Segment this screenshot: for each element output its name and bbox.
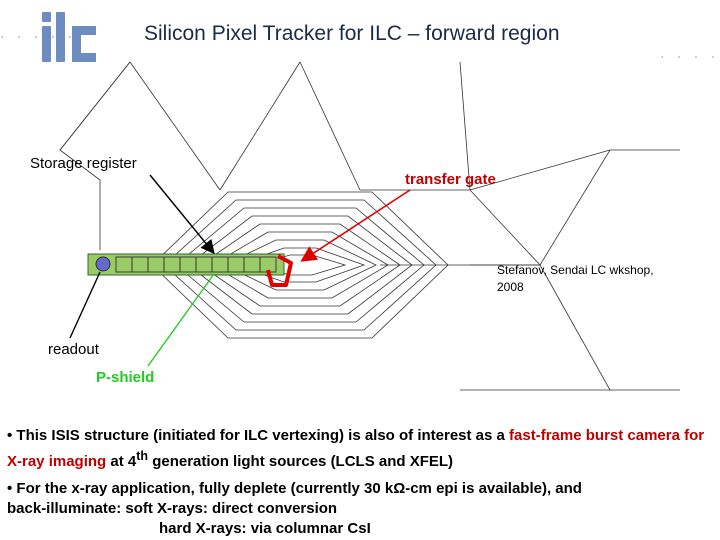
decorative-dots-left: · · · · · [0, 30, 77, 46]
decorative-dots-right: · · · · [660, 50, 720, 66]
bullet-superscript: th [136, 449, 149, 463]
bullet-text: back-illuminate: soft X-rays: direct con… [7, 500, 338, 517]
bullet-text: at 4 [106, 453, 137, 470]
label-storage-register: Storage register [30, 155, 137, 172]
label-transfer-gate: transfer gate [405, 171, 496, 188]
bullet-marker: • [7, 427, 13, 444]
credit-line-2: 2008 [497, 280, 524, 294]
hex-grid-lines [59, 61, 680, 391]
slide-title: Silicon Pixel Tracker for ILC – forward … [144, 22, 560, 45]
p-shield-line [147, 273, 215, 367]
label-readout: readout [48, 341, 99, 358]
bullet-marker: • [7, 480, 13, 497]
bullet-highlight: fast-frame burst camera for X-ray imagin… [7, 427, 705, 470]
bullet-text: generation light sources (LCLS and XFEL) [148, 453, 454, 470]
storage-register-arrow [149, 174, 215, 255]
transfer-gate-shape [266, 254, 293, 287]
credit-line-1: Stefanov, Sendai LC wkshop, [497, 263, 654, 277]
credit-note: Stefanov, Sendai LC wkshop, 2008 [497, 262, 707, 296]
ilc-logo: ilc [42, 12, 96, 62]
bullet-text: For the x-ray application, fully deplete… [12, 480, 582, 497]
transfer-gate-arrow [300, 189, 411, 262]
readout-line [69, 271, 101, 339]
bullet-text: This ISIS structure (initiated for ILC v… [12, 427, 510, 444]
bullet-text: hard X-rays: via columnar CsI [159, 520, 371, 537]
readout-node [95, 256, 111, 272]
bullet-xray-application: • For the x-ray application, fully deple… [7, 479, 717, 539]
label-p-shield: P-shield [96, 369, 155, 386]
storage-register [87, 253, 285, 276]
bullet-isis-structure: • This ISIS structure (initiated for ILC… [7, 426, 717, 472]
